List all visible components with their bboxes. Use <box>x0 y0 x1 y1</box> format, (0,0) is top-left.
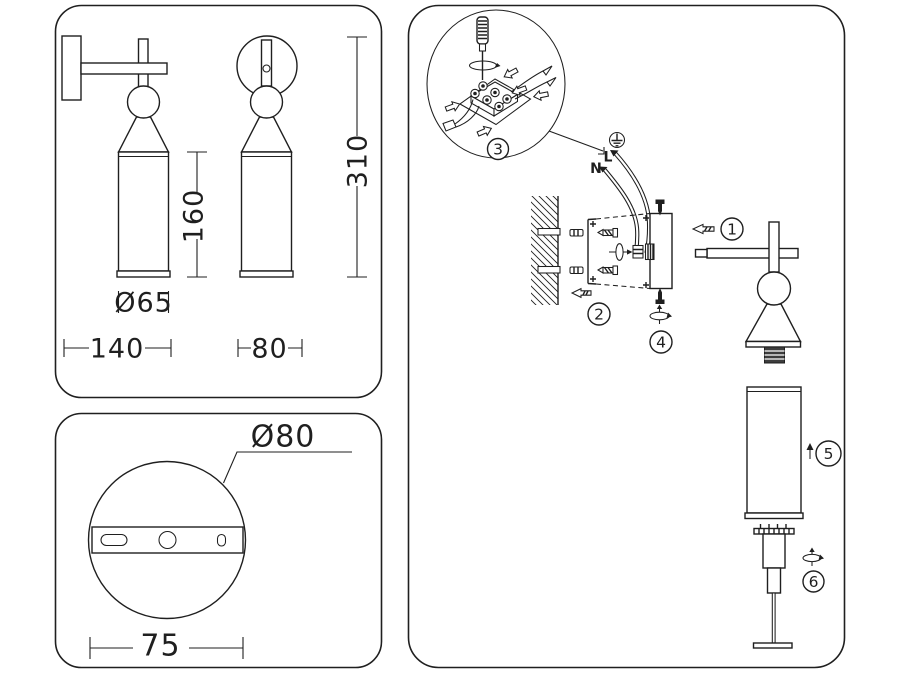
stem-foot <box>752 642 793 649</box>
lamp-front-view <box>236 35 298 278</box>
shade-assembly: 5 <box>744 386 842 520</box>
step-3-number: 3 <box>493 141 503 159</box>
dim-label-160: 160 <box>178 189 209 244</box>
push-arrow-arm <box>691 223 715 235</box>
earth-icon <box>608 131 626 149</box>
step-3-badge: 3 <box>486 137 510 161</box>
wire-ends-right <box>510 65 557 100</box>
dim-label-d65: Ø65 <box>114 287 173 318</box>
arm-end-cap <box>694 248 708 258</box>
panel-assembly: 3 L N <box>407 4 846 669</box>
wall-plug-top <box>569 228 584 237</box>
dimension-overall-height: 310 <box>342 36 373 278</box>
internal-terminal <box>632 243 655 261</box>
callout-leader <box>548 130 604 152</box>
small-hole <box>216 533 227 547</box>
ball-joint <box>126 85 161 119</box>
dimension-shade-diameter: Ø65 <box>114 287 173 318</box>
mounting-screw-bottom <box>596 265 619 276</box>
step-5-badge: 5 <box>815 440 842 467</box>
shade-flange <box>116 270 171 278</box>
panel-base: Ø80 75 <box>54 412 383 669</box>
screwdriver-icon <box>468 16 501 80</box>
cone-rim <box>745 340 802 348</box>
mounting-bar <box>91 526 244 554</box>
wall-mounting: 2 4 <box>531 196 673 354</box>
ball-joint-exploded <box>756 271 792 306</box>
stem-rod-exploded <box>768 221 780 273</box>
dim-label-d80: Ø80 <box>251 420 316 455</box>
rotate-icon-bulb <box>802 547 824 566</box>
base-plate-circle <box>87 460 247 620</box>
rotate-icon-screws <box>649 304 672 324</box>
dim-label-80: 80 <box>251 333 287 364</box>
wall-drill-hole-top <box>537 227 561 236</box>
lamp-side-view <box>61 35 171 278</box>
ball-joint-front <box>249 85 284 119</box>
terminal-detail-callout: 3 <box>426 9 604 161</box>
contact-pins <box>759 524 787 529</box>
step-5-number: 5 <box>824 445 834 463</box>
support-stem <box>771 592 776 644</box>
clamp-screw-top <box>655 199 665 216</box>
step-1-number: 1 <box>727 221 737 239</box>
slide-up-arrow <box>806 443 814 459</box>
panel-assembly-border <box>407 4 846 669</box>
lamp-socket <box>764 346 785 364</box>
terminal-screws <box>470 81 512 112</box>
dim-label-310: 310 <box>342 134 373 189</box>
step-2-badge: 2 <box>587 302 611 326</box>
mounting-screw-top <box>596 227 619 238</box>
dimension-shade-height: 160 <box>178 151 209 278</box>
lamp-body-assembly: 1 <box>691 217 802 364</box>
dimension-side-width: 140 <box>63 333 172 364</box>
neutral-label: N <box>590 161 602 177</box>
step-6-number: 6 <box>809 573 819 591</box>
shade-cylinder <box>117 151 170 272</box>
bracket-plate <box>587 212 651 290</box>
dim-label-140: 140 <box>90 333 145 364</box>
rod-hole <box>262 64 271 73</box>
cable-hole <box>158 530 177 550</box>
diameter-leader-line <box>222 451 352 484</box>
step-6-badge: 6 <box>802 570 825 593</box>
dim-label-75: 75 <box>140 629 180 664</box>
push-arrow-bracket <box>570 287 592 299</box>
shade-cylinder-front <box>240 151 293 272</box>
wall-hatch <box>531 196 558 305</box>
corner-mark <box>598 147 605 155</box>
wire-ends-left <box>442 99 480 132</box>
arm <box>80 62 168 75</box>
wall-plate <box>61 35 82 101</box>
wall-drill-hole-bottom <box>537 265 561 274</box>
arm-exploded <box>706 247 799 259</box>
dimension-hole-spacing: 75 <box>89 629 244 664</box>
step-4-number: 4 <box>656 334 666 352</box>
mounting-slot <box>100 533 128 547</box>
bulb-assembly: 6 <box>752 524 825 649</box>
shade-exploded <box>746 386 802 514</box>
panel-dimensions: 160 310 Ø65 140 80 <box>54 4 383 399</box>
dimension-front-width: 80 <box>237 333 303 364</box>
step-2-number: 2 <box>594 306 604 324</box>
socket-body <box>762 533 786 569</box>
socket-neck <box>766 567 782 594</box>
shade-flange-front <box>239 270 294 278</box>
step-1-badge: 1 <box>720 217 744 241</box>
rotate-icon-bracket <box>609 243 633 261</box>
insert-direction-arrows <box>444 67 550 137</box>
shade-flange-exploded <box>744 512 804 520</box>
clamp-screw-bottom <box>655 288 665 304</box>
wall-plug-bottom <box>569 266 584 275</box>
live-label: L <box>604 149 613 165</box>
terminal-block <box>442 65 557 137</box>
screw-position-marks <box>590 215 649 288</box>
stem-rod-front <box>260 39 273 87</box>
step-4-badge: 4 <box>649 330 673 354</box>
